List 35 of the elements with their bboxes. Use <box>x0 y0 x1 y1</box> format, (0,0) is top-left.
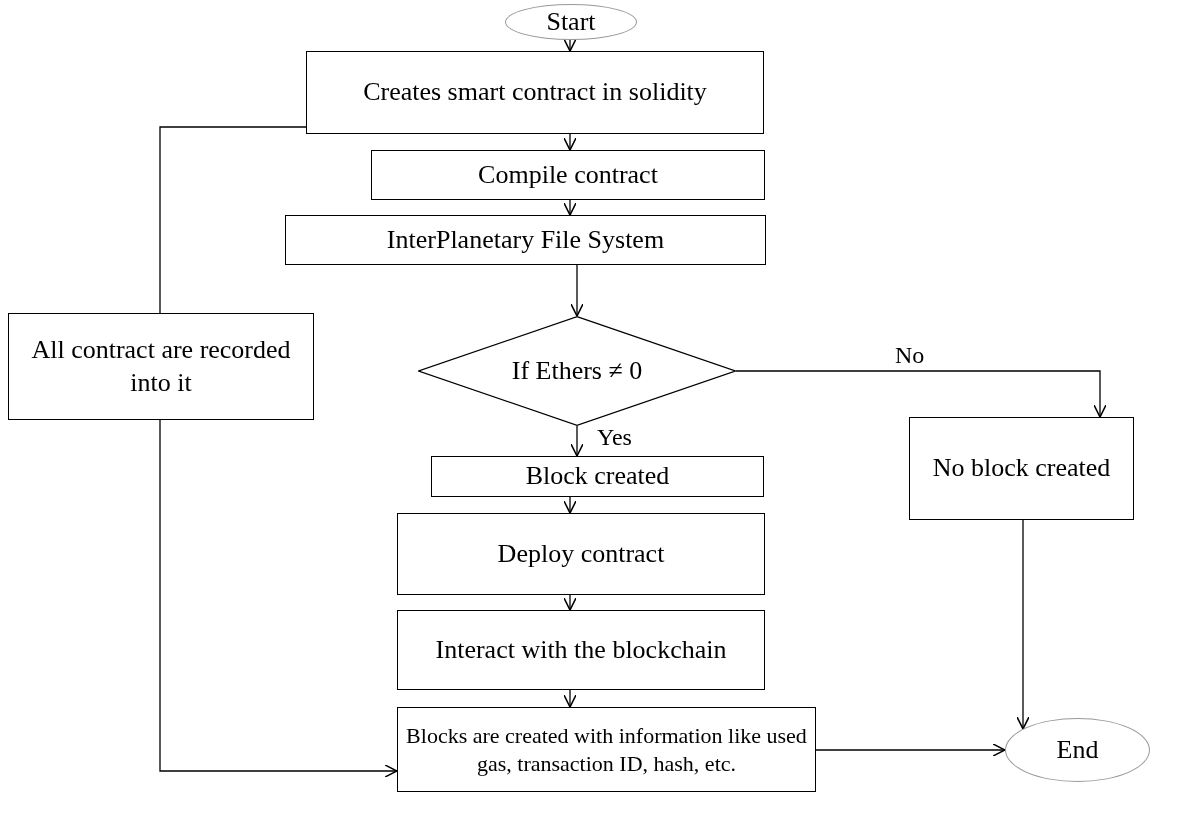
arrow <box>815 743 1006 757</box>
process-box <box>397 610 765 690</box>
node-text: Compile contract <box>477 158 659 191</box>
connector-line <box>159 126 307 314</box>
arrow <box>563 594 577 611</box>
arrow <box>563 133 577 151</box>
process-box <box>371 150 765 200</box>
arrow <box>563 689 577 708</box>
arrow <box>570 264 584 317</box>
decision-diamond <box>418 316 736 426</box>
node-text: InterPlanetary File System <box>385 223 666 256</box>
arrow <box>563 496 577 514</box>
node-text: All contract are recorded into it <box>30 334 292 399</box>
arrow <box>570 425 584 457</box>
process-box <box>431 456 764 497</box>
process-box <box>397 707 816 792</box>
arrow <box>159 419 398 778</box>
node-text: Interact with the blockchain <box>434 633 728 666</box>
arrow <box>563 199 577 216</box>
arrow <box>563 38 577 52</box>
node-text: Deploy contract <box>496 537 666 570</box>
node-text: Start <box>545 5 597 38</box>
arrow <box>1016 519 1030 730</box>
process-box <box>306 51 764 134</box>
arrow <box>735 370 1107 418</box>
node-text: Blocks are created with information like used gas, transaction ID, hash, etc. <box>405 722 808 777</box>
process-box <box>8 313 314 420</box>
node-text: No block created <box>931 452 1112 485</box>
process-box <box>397 513 765 595</box>
node-text: If Ethers ≠ 0 <box>510 354 644 387</box>
node-text: End <box>1055 733 1100 766</box>
process-box <box>909 417 1134 520</box>
node-text: Block created <box>524 460 671 493</box>
node-text: Creates smart contract in solidity <box>362 76 708 109</box>
process-box <box>285 215 766 265</box>
